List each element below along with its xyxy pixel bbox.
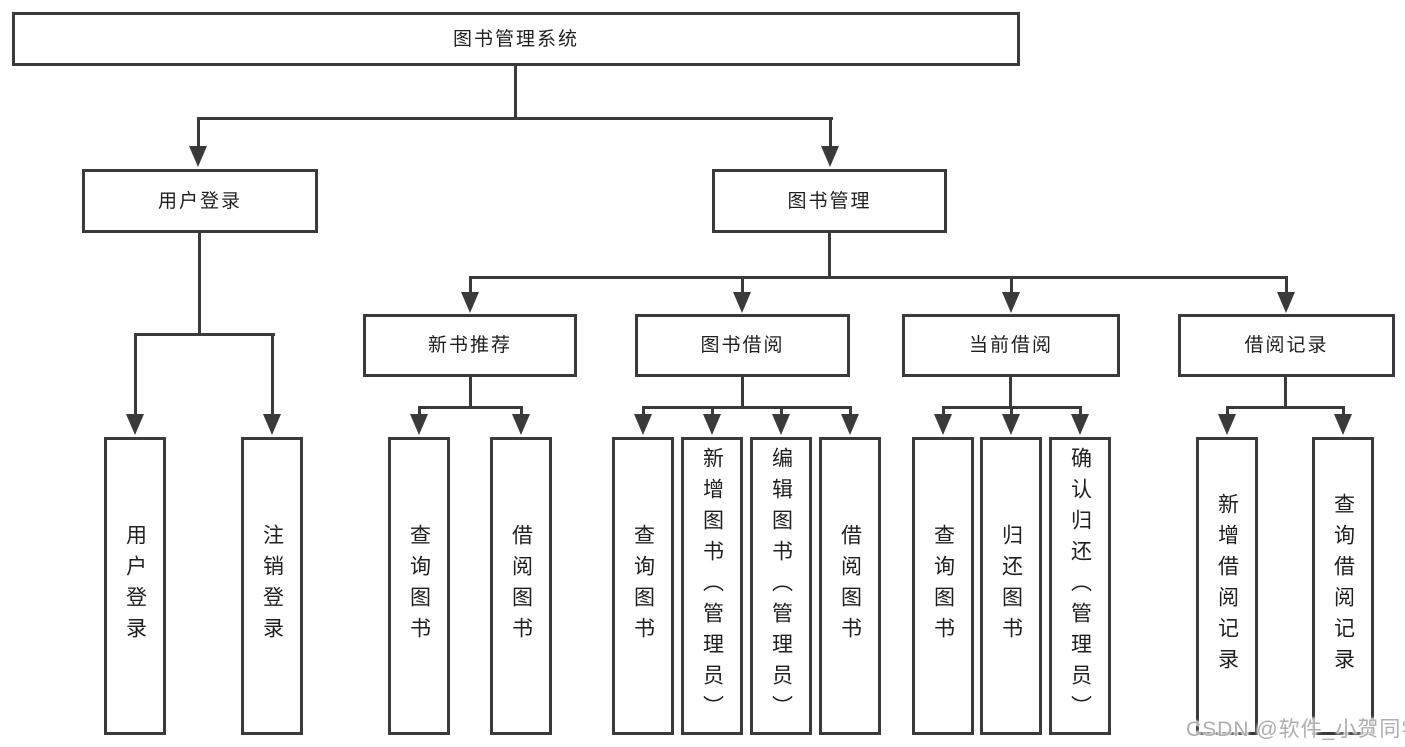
node-borrow-books-1: 借阅图书 bbox=[490, 437, 552, 735]
connector-line bbox=[134, 333, 275, 336]
arrow-down-icon bbox=[733, 292, 751, 313]
node-query-books-2: 查询图书 bbox=[612, 437, 674, 735]
arrow-down-icon bbox=[634, 414, 652, 435]
arrow-down-icon bbox=[410, 414, 428, 435]
arrow-down-icon bbox=[1218, 414, 1236, 435]
connector-arrow-stem bbox=[849, 406, 852, 416]
arrow-down-icon bbox=[934, 414, 952, 435]
node-add-borrow-record: 新增借阅记录 bbox=[1196, 437, 1258, 735]
connector-line bbox=[514, 64, 517, 120]
node-return-books: 归还图书 bbox=[980, 437, 1042, 735]
connector-line bbox=[198, 231, 201, 336]
connector-line bbox=[418, 406, 523, 409]
arrow-down-icon bbox=[1071, 414, 1089, 435]
connector-arrow-stem bbox=[418, 406, 421, 416]
connector-line bbox=[469, 376, 472, 409]
node-query-books-1: 查询图书 bbox=[388, 437, 450, 735]
connector-arrow-stem bbox=[942, 406, 945, 416]
node-query-borrow-record: 查询借阅记录 bbox=[1312, 437, 1374, 735]
connector-arrow-stem bbox=[711, 406, 714, 416]
connector-arrow-stem bbox=[1010, 276, 1013, 294]
connector-arrow-stem bbox=[197, 117, 200, 148]
connector-line bbox=[469, 276, 1288, 279]
node-current-borrow: 当前借阅 bbox=[902, 314, 1120, 377]
arrow-down-icon bbox=[1002, 414, 1020, 435]
arrow-down-icon bbox=[1334, 414, 1352, 435]
arrow-down-icon bbox=[126, 414, 144, 435]
connector-arrow-stem bbox=[780, 406, 783, 416]
node-user-login: 用户登录 bbox=[82, 169, 318, 233]
connector-line bbox=[197, 117, 833, 120]
connector-line bbox=[1009, 376, 1012, 409]
arrow-down-icon bbox=[703, 414, 721, 435]
connector-line bbox=[1226, 406, 1345, 409]
csdn-watermark: CSDN @软件_小贺同学 bbox=[1186, 718, 1405, 741]
arrow-down-icon bbox=[512, 414, 530, 435]
node-add-books: 新增图书（管理员） bbox=[681, 437, 743, 735]
connector-arrow-stem bbox=[520, 406, 523, 416]
connector-line bbox=[642, 406, 851, 409]
node-confirm-return: 确认归还（管理员） bbox=[1049, 437, 1111, 735]
connector-line bbox=[1284, 376, 1287, 409]
connector-arrow-stem bbox=[134, 333, 137, 416]
connector-arrow-stem bbox=[1342, 406, 1345, 416]
arrow-down-icon bbox=[461, 292, 479, 313]
arrow-down-icon bbox=[1277, 292, 1295, 313]
node-new-book-recommend: 新书推荐 bbox=[363, 314, 577, 377]
arrow-down-icon bbox=[841, 414, 859, 435]
node-query-books-3: 查询图书 bbox=[912, 437, 974, 735]
arrow-down-icon bbox=[772, 414, 790, 435]
connector-line bbox=[741, 376, 744, 409]
connector-arrow-stem bbox=[469, 276, 472, 294]
node-logout: 注销登录 bbox=[241, 437, 303, 735]
connector-line bbox=[828, 231, 831, 278]
arrow-down-icon bbox=[189, 146, 207, 167]
node-root: 图书管理系统 bbox=[12, 12, 1020, 66]
node-borrow-records: 借阅记录 bbox=[1178, 314, 1395, 377]
node-edit-books: 编辑图书（管理员） bbox=[750, 437, 812, 735]
node-book-borrow: 图书借阅 bbox=[635, 314, 850, 377]
node-borrow-books-2: 借阅图书 bbox=[819, 437, 881, 735]
connector-arrow-stem bbox=[1079, 406, 1082, 416]
connector-arrow-stem bbox=[741, 276, 744, 294]
arrow-down-icon bbox=[263, 414, 281, 435]
connector-arrow-stem bbox=[642, 406, 645, 416]
connector-arrow-stem bbox=[271, 333, 274, 416]
connector-arrow-stem bbox=[1010, 406, 1013, 416]
connector-arrow-stem bbox=[1285, 276, 1288, 294]
node-book-management: 图书管理 bbox=[712, 169, 947, 233]
node-login: 用户登录 bbox=[104, 437, 166, 735]
arrow-down-icon bbox=[821, 146, 839, 167]
arrow-down-icon bbox=[1002, 292, 1020, 313]
connector-arrow-stem bbox=[829, 117, 832, 148]
connector-arrow-stem bbox=[1226, 406, 1229, 416]
